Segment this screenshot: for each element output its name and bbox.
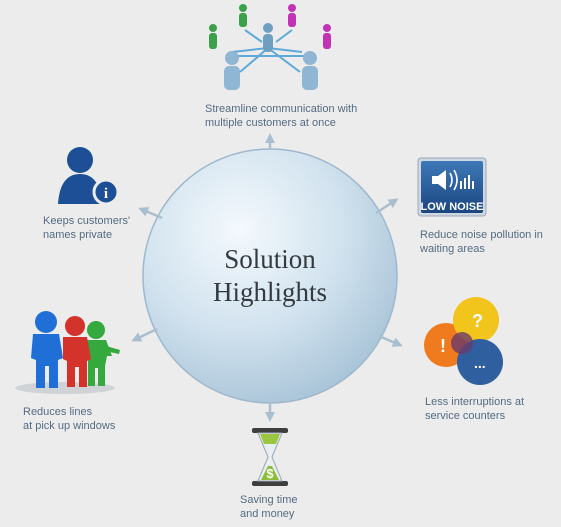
hourglass-dollar-icon: $ [252, 428, 288, 486]
dollar-symbol: $ [266, 466, 274, 481]
caption-interruptions: Less interruptions at service counters [425, 396, 525, 422]
low-noise-badge: LOW NOISE [421, 201, 484, 213]
person-figure-blue [31, 311, 63, 388]
person-figure [263, 23, 273, 52]
arrow-to-noise [375, 198, 399, 215]
person-figure [224, 51, 240, 90]
exclamation-mark: ! [440, 336, 446, 356]
person-figure-red [63, 316, 91, 387]
people-network-icon [209, 4, 331, 90]
person-figure [239, 4, 247, 27]
user-info-icon: i [58, 147, 120, 206]
speech-bubbles-icon: ! ? ... [424, 297, 503, 385]
person-figure [209, 24, 217, 49]
three-people-icon [15, 311, 120, 394]
arrow-to-lines [131, 327, 158, 342]
person-figure-green [86, 321, 120, 386]
info-symbol: i [104, 186, 108, 202]
arrow-to-interruptions [378, 334, 403, 347]
low-noise-speaker-icon: LOW NOISE [417, 157, 487, 217]
connector-arrows [131, 133, 403, 422]
caption-privacy: Keeps customers' names private [43, 215, 131, 241]
ellipsis-mark: ... [474, 355, 486, 371]
center-title: Solution Highlights [212, 244, 327, 307]
person-figure [288, 4, 296, 27]
caption-saving: Saving time and money [240, 494, 298, 520]
question-mark: ? [472, 311, 483, 331]
person-figure [302, 51, 318, 90]
arrow-to-privacy [138, 207, 163, 220]
caption-communication: Streamline communication with multiple c… [205, 103, 358, 129]
person-figure [323, 24, 331, 49]
caption-lines: Reduces lines at pick up windows [23, 406, 116, 432]
caption-noise: Reduce noise pollution in waiting areas [420, 229, 543, 255]
